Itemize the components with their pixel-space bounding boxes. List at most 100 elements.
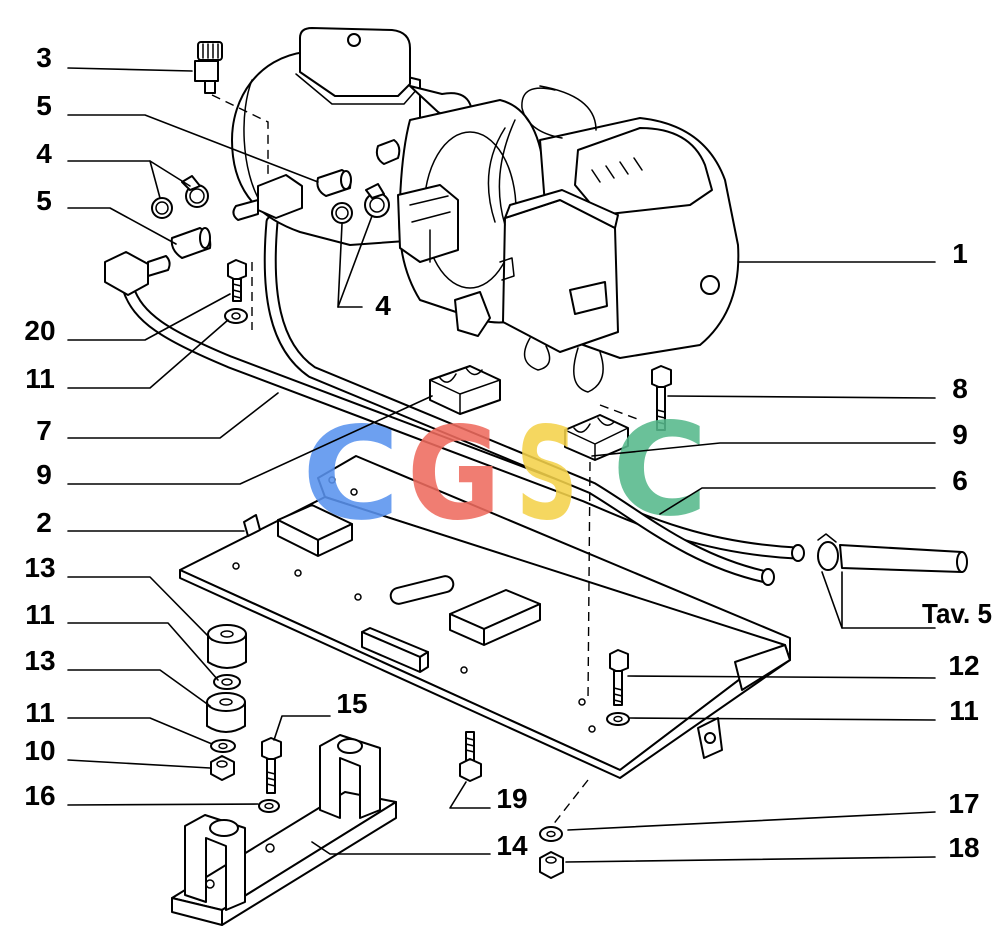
callout-17: 17 bbox=[948, 788, 979, 819]
callout-9-left: 9 bbox=[36, 459, 52, 490]
bolt-12 bbox=[609, 649, 629, 706]
motor-coil bbox=[574, 127, 713, 216]
callout-6: 6 bbox=[952, 465, 968, 496]
hose-clamp-inner bbox=[189, 188, 205, 204]
hose-clamp-inner bbox=[369, 197, 385, 213]
watermark-letter-c1: C bbox=[302, 400, 400, 549]
leader-20 bbox=[67, 293, 231, 341]
plate-hole bbox=[328, 476, 336, 484]
plate-end-tab bbox=[734, 644, 791, 691]
tube-6-end bbox=[761, 568, 775, 586]
leader-11-d bbox=[629, 717, 936, 721]
watermark-letter-g: G bbox=[407, 400, 501, 549]
leader-15 bbox=[273, 715, 331, 741]
callout-11-d: 11 bbox=[949, 695, 979, 726]
wire-loop-bottom bbox=[523, 337, 551, 371]
motor-coil-slots bbox=[591, 157, 643, 183]
fuel-pump-detail bbox=[409, 195, 451, 263]
plate-hole bbox=[588, 725, 596, 733]
nut-18 bbox=[539, 851, 564, 879]
air-inlet-stub bbox=[375, 139, 401, 165]
callouts: 3 5 4 5 20 11 7 9 2 13 11 13 11 10 16 4 … bbox=[24, 42, 992, 863]
bolt-head bbox=[459, 758, 482, 782]
leader-7 bbox=[67, 392, 279, 439]
washer-11-d bbox=[606, 712, 630, 726]
wire-loop-top bbox=[521, 87, 563, 139]
rubber-mount-13-upper bbox=[207, 624, 247, 669]
mount-top bbox=[206, 692, 246, 712]
upright-right-hole bbox=[337, 738, 363, 754]
mount-hole bbox=[219, 698, 233, 706]
sleeve-5-lower bbox=[170, 227, 212, 259]
hose-clamp bbox=[331, 202, 353, 224]
washer-hole bbox=[218, 742, 228, 750]
upright-left-hole bbox=[209, 819, 239, 837]
washer bbox=[210, 739, 236, 753]
leader-5-lower bbox=[67, 207, 177, 245]
callout-4-mid: 4 bbox=[375, 290, 391, 321]
block-notches bbox=[439, 367, 483, 383]
nut-body bbox=[539, 851, 564, 879]
assembly-line-block bbox=[599, 404, 641, 421]
assembly-line-nut bbox=[551, 779, 589, 827]
control-box-clip bbox=[569, 281, 608, 315]
control-box-top bbox=[504, 189, 619, 229]
washer bbox=[213, 674, 241, 690]
leader-16 bbox=[67, 803, 259, 806]
wire-harness bbox=[487, 119, 516, 226]
leader-tav5 bbox=[821, 571, 936, 629]
bolt-8 bbox=[651, 365, 672, 431]
callout-15: 15 bbox=[336, 688, 367, 719]
bolt-head bbox=[609, 649, 629, 673]
clamp-block-9-right bbox=[564, 414, 629, 461]
callout-1: 1 bbox=[952, 238, 968, 269]
leader-5-upper bbox=[67, 114, 319, 183]
bracket-hole bbox=[704, 732, 716, 744]
cgsc-watermark: C G S C bbox=[302, 396, 708, 549]
washer bbox=[224, 308, 248, 324]
assembly-lines bbox=[211, 94, 641, 827]
hose-clamp-inner bbox=[335, 206, 349, 220]
leader-11-c bbox=[67, 717, 213, 745]
elbow-body bbox=[104, 251, 149, 296]
callout-16: 16 bbox=[24, 780, 55, 811]
leader-12 bbox=[627, 675, 936, 679]
bolt-thread bbox=[656, 409, 666, 425]
bolt-head bbox=[261, 737, 282, 761]
callout-13-lower: 13 bbox=[24, 645, 55, 676]
bolt-thread bbox=[613, 687, 623, 703]
leader-3 bbox=[67, 67, 193, 72]
plate-hole bbox=[294, 569, 302, 577]
sleeve-end bbox=[340, 170, 352, 190]
leader-8 bbox=[667, 395, 936, 399]
fitting-stem bbox=[204, 80, 216, 94]
callout-18: 18 bbox=[948, 832, 979, 863]
sleeve-end bbox=[199, 227, 211, 249]
leader-9-left bbox=[67, 395, 433, 485]
callout-7: 7 bbox=[36, 415, 52, 446]
top-cover-screw bbox=[347, 33, 361, 47]
nut-hole bbox=[545, 856, 557, 864]
bolt-thread bbox=[232, 283, 242, 299]
callout-13-upper: 13 bbox=[24, 552, 55, 583]
mount-top bbox=[207, 624, 247, 644]
block-notches bbox=[573, 417, 615, 433]
callout-9-right: 9 bbox=[952, 419, 968, 450]
connecting-hose bbox=[817, 533, 968, 573]
hose-end bbox=[956, 551, 968, 573]
hose-body bbox=[839, 544, 967, 573]
leader-13-lower bbox=[67, 669, 211, 707]
washer bbox=[606, 712, 630, 726]
washer bbox=[258, 799, 280, 813]
fitting-knurl bbox=[202, 43, 219, 59]
top-cover bbox=[299, 27, 411, 97]
callout-3: 3 bbox=[36, 42, 52, 73]
clamp-block-9-left bbox=[429, 365, 501, 415]
plate-hole bbox=[578, 698, 586, 706]
fan-housing-hole bbox=[700, 275, 720, 295]
leader-4-left bbox=[67, 160, 161, 199]
bolt-19 bbox=[459, 731, 482, 782]
nut-hole bbox=[216, 760, 228, 768]
bolt-shank bbox=[266, 758, 276, 794]
